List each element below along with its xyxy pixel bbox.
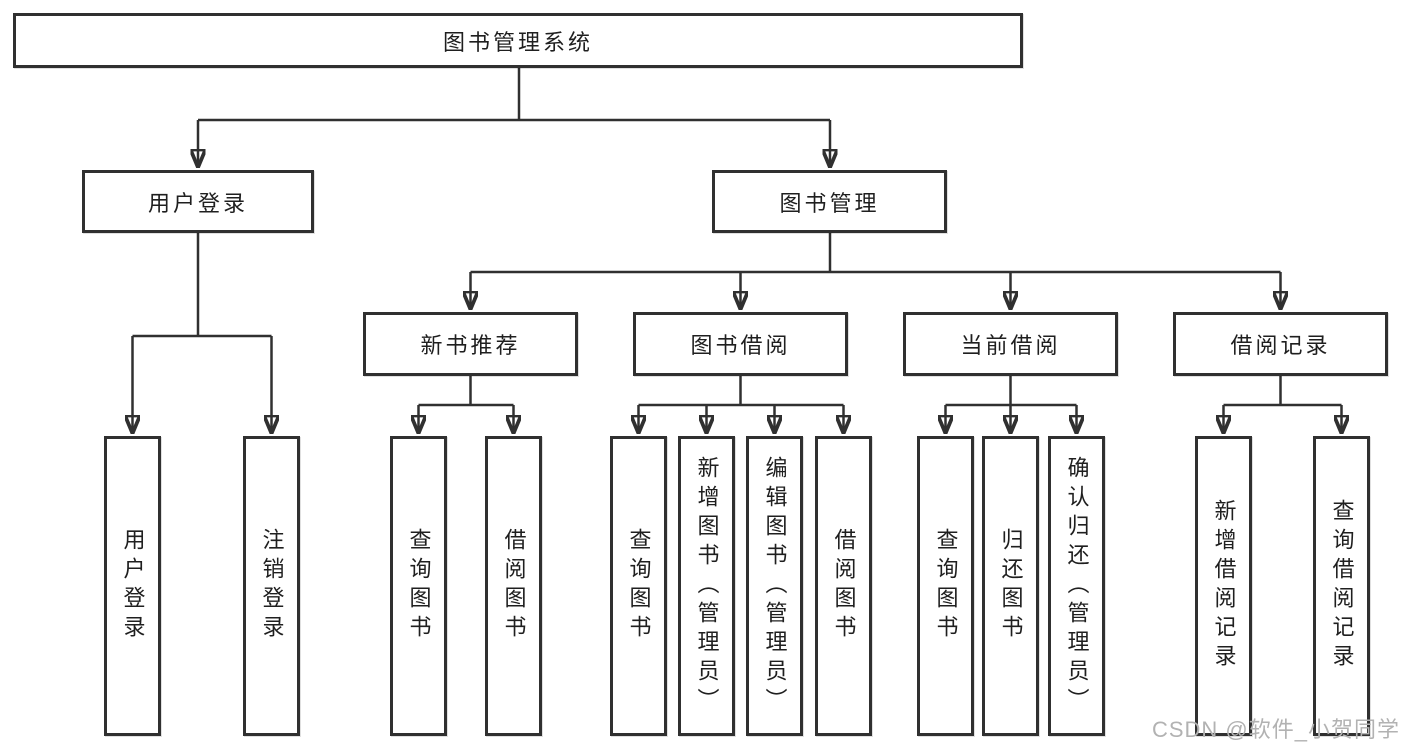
leaf-label: 查询图书 <box>406 528 432 644</box>
node-leaf-rec-query-books: 查询图书 <box>390 436 447 736</box>
node-leaf-query-borrow-record: 查询借阅记录 <box>1313 436 1370 736</box>
leaf-label: 查询图书 <box>626 528 652 644</box>
node-book-borrow: 图书借阅 <box>633 312 848 376</box>
node-leaf-borrow-query-books: 查询图书 <box>610 436 667 736</box>
node-leaf-rec-borrow-books: 借阅图书 <box>485 436 542 736</box>
node-leaf-add-borrow-record: 新增借阅记录 <box>1195 436 1252 736</box>
leaf-label: 查询借阅记录 <box>1329 499 1355 673</box>
leaf-label: 确认归还（管理员） <box>1064 455 1090 717</box>
node-leaf-return-books: 归还图书 <box>982 436 1039 736</box>
node-leaf-current-query-books: 查询图书 <box>917 436 974 736</box>
leaf-label: 新增借阅记录 <box>1211 499 1237 673</box>
leaf-label: 借阅图书 <box>501 528 527 644</box>
leaf-label: 用户登录 <box>120 528 146 644</box>
node-book-management: 图书管理 <box>712 170 947 233</box>
leaf-label: 编辑图书（管理员） <box>762 455 788 717</box>
leaf-label: 注销登录 <box>259 528 285 644</box>
leaf-label: 查询图书 <box>933 528 959 644</box>
node-library-system: 图书管理系统 <box>13 13 1023 68</box>
leaf-label: 借阅图书 <box>831 528 857 644</box>
node-leaf-confirm-return-admin: 确认归还（管理员） <box>1048 436 1105 736</box>
node-leaf-logout: 注销登录 <box>243 436 300 736</box>
node-leaf-borrow-books: 借阅图书 <box>815 436 872 736</box>
node-current-borrow: 当前借阅 <box>903 312 1118 376</box>
leaf-label: 新增图书（管理员） <box>694 455 720 717</box>
node-leaf-edit-books-admin: 编辑图书（管理员） <box>746 436 803 736</box>
node-borrow-records: 借阅记录 <box>1173 312 1388 376</box>
leaf-label: 归还图书 <box>998 528 1024 644</box>
node-leaf-add-books-admin: 新增图书（管理员） <box>678 436 735 736</box>
csdn-watermark: CSDN @软件_小贺同学 <box>1151 717 1400 742</box>
node-leaf-user-login: 用户登录 <box>104 436 161 736</box>
node-new-book-recommend: 新书推荐 <box>363 312 578 376</box>
node-user-login: 用户登录 <box>82 170 314 233</box>
